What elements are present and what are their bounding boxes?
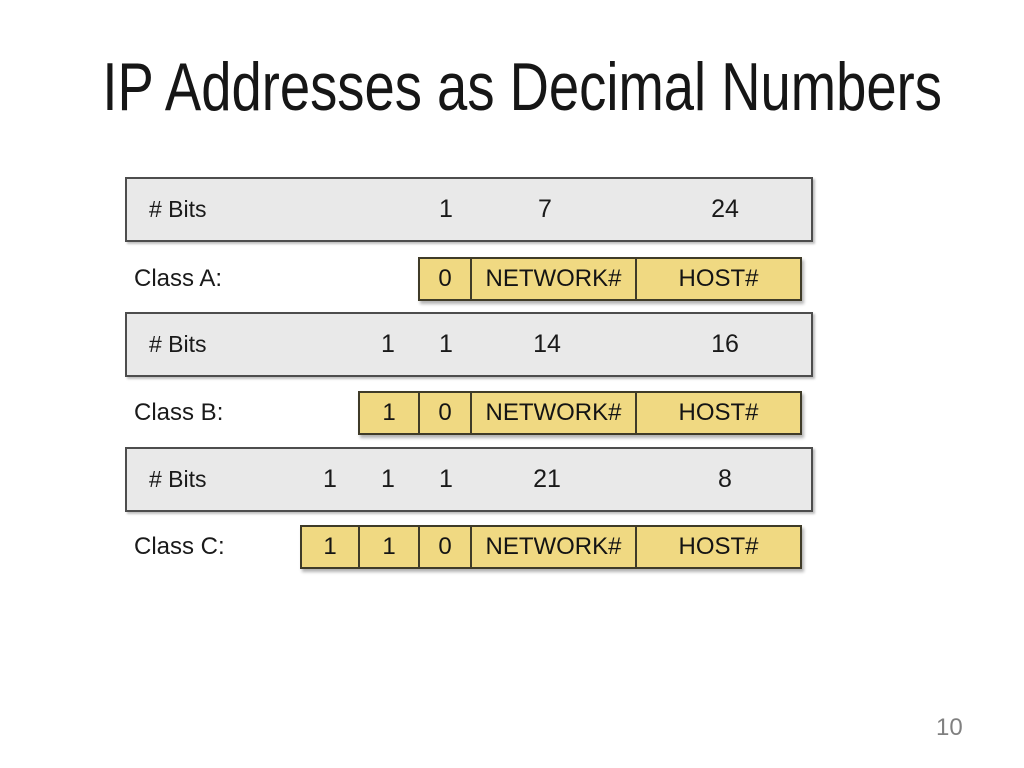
- class-b-host-cell: HOST#: [635, 391, 802, 435]
- class-c-label: Class C:: [134, 533, 225, 560]
- bits-bar-class-a: # Bits 1 7 24: [125, 177, 813, 242]
- bit-count-class-c-bit3: 1: [439, 465, 453, 493]
- class-c-network-cell: NETWORK#: [470, 525, 637, 569]
- bit-count-class-a-host: 24: [711, 195, 739, 223]
- class-a-bit0-cell: 0: [418, 257, 472, 301]
- bit-count-class-c-host: 8: [718, 465, 732, 493]
- class-c-bit1-cell: 1: [300, 525, 360, 569]
- bits-label: # Bits: [149, 196, 207, 222]
- page-number: 10: [936, 714, 963, 741]
- class-a-label: Class A:: [134, 265, 223, 292]
- class-b-label: Class B:: [134, 399, 224, 426]
- bits-label: # Bits: [149, 331, 207, 357]
- class-a-network-cell: NETWORK#: [470, 257, 637, 301]
- bits-bar-class-c: # Bits 1 1 1 21 8: [125, 447, 813, 512]
- bit-count-class-b-bit1: 1: [381, 330, 395, 358]
- bit-count-class-c-bit2: 1: [381, 465, 395, 493]
- bits-label: # Bits: [149, 466, 207, 492]
- bit-count-class-a-leading: 1: [439, 195, 453, 223]
- class-b-fields-row: 1 0 NETWORK# HOST#: [358, 391, 802, 435]
- bit-count-class-c-bit1: 1: [323, 465, 337, 493]
- bits-bar-class-b: # Bits 1 1 14 16: [125, 312, 813, 377]
- class-c-bit0-cell: 0: [418, 525, 472, 569]
- bit-count-class-b-network: 14: [533, 330, 561, 358]
- class-b-bit1-cell: 1: [358, 391, 420, 435]
- class-b-bit0-cell: 0: [418, 391, 472, 435]
- bit-count-class-c-network: 21: [533, 465, 561, 493]
- slide-title: IP Addresses as Decimal Numbers: [102, 49, 942, 125]
- class-c-fields-row: 1 1 0 NETWORK# HOST#: [300, 525, 802, 569]
- class-c-bit2-cell: 1: [358, 525, 420, 569]
- bit-count-class-b-host: 16: [711, 330, 739, 358]
- class-a-fields-row: 0 NETWORK# HOST#: [418, 257, 802, 301]
- class-c-host-cell: HOST#: [635, 525, 802, 569]
- bit-count-class-b-bit2: 1: [439, 330, 453, 358]
- class-b-network-cell: NETWORK#: [470, 391, 637, 435]
- class-a-host-cell: HOST#: [635, 257, 802, 301]
- bit-count-class-a-network: 7: [538, 195, 552, 223]
